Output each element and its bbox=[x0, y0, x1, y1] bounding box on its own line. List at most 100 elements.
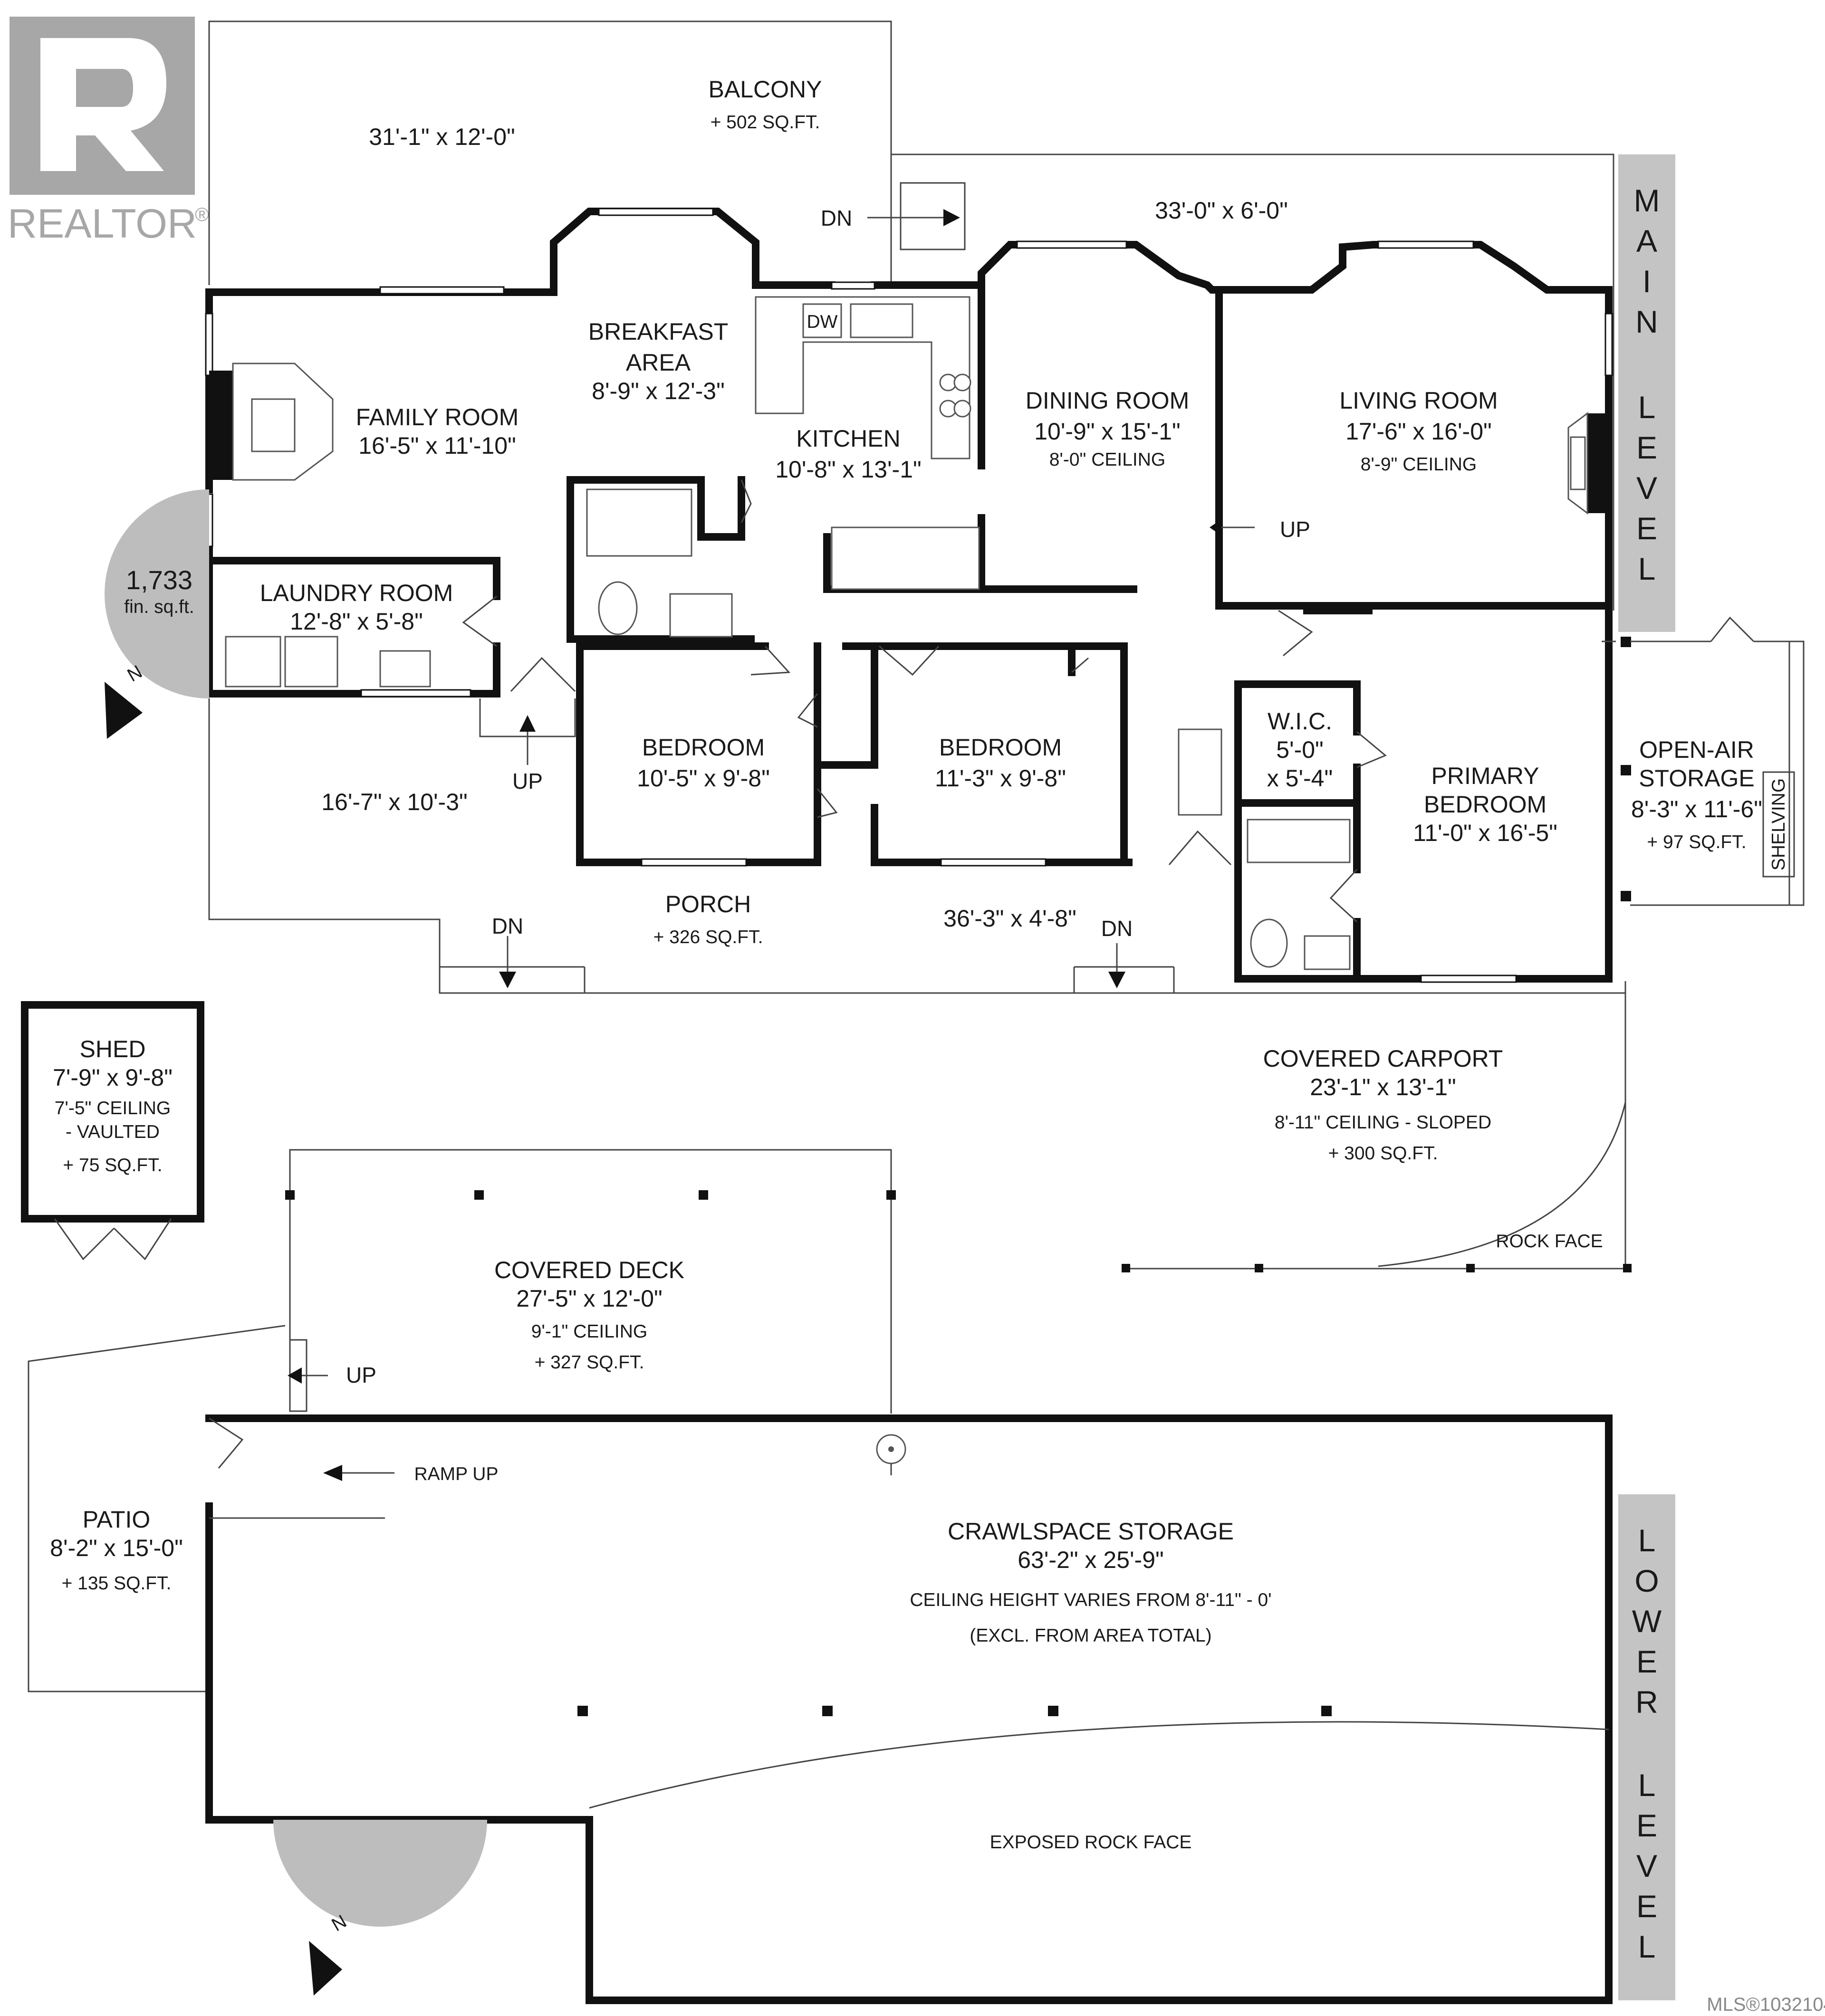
realtor-trademark: ® bbox=[195, 204, 209, 225]
stair-arrows bbox=[499, 209, 1255, 988]
bedroom-1-dims: 10'-5" x 9'-8" bbox=[637, 765, 770, 792]
stairs-dn-top: DN bbox=[821, 206, 852, 230]
carport-dims: 23'-1" x 13'-1" bbox=[1310, 1074, 1456, 1100]
lower-level-letter: E bbox=[1636, 1889, 1657, 1924]
bedroom-2-dims: 11'-3" x 9'-8" bbox=[935, 765, 1066, 792]
breakfast-dims: 8'-9" x 12'-3" bbox=[592, 378, 725, 404]
crawlspace: RAMP UP CRAWLSPACE STORAGE 63'-2" x 25'-… bbox=[205, 1414, 1613, 2004]
main-level-letter: L bbox=[1638, 390, 1656, 425]
dining-ceiling: 8'-0" CEILING bbox=[1049, 449, 1166, 470]
family-dims: 16'-5" x 11'-10" bbox=[358, 432, 516, 459]
shed-ceiling-1: 7'-5" CEILING bbox=[55, 1098, 171, 1118]
balcony-area: + 502 SQ.FT. bbox=[711, 112, 820, 133]
wic-dims-2: x 5'-4" bbox=[1267, 765, 1333, 792]
primary-dims: 11'-0" x 16'-5" bbox=[1413, 820, 1557, 846]
main-level-letter: L bbox=[1638, 551, 1656, 586]
mls-number: MLS®1032104 bbox=[1707, 1994, 1825, 2015]
main-level-letter: N bbox=[1635, 304, 1658, 339]
open-air-name-2: STORAGE bbox=[1639, 765, 1755, 792]
realtor-logo-text: REALTOR bbox=[8, 201, 197, 247]
lower-level-letter: V bbox=[1636, 1848, 1657, 1883]
front-deck-dims: 33'-0" x 6'-0" bbox=[1155, 197, 1288, 224]
kitchen-name: KITCHEN bbox=[796, 425, 900, 452]
stairs-up-living: UP bbox=[1280, 517, 1310, 542]
crawlspace-name: CRAWLSPACE STORAGE bbox=[948, 1518, 1234, 1545]
covered-deck-name: COVERED DECK bbox=[494, 1257, 684, 1283]
kitchen-dims: 10'-8" x 13'-1" bbox=[775, 456, 922, 483]
main-level-letter: E bbox=[1636, 511, 1657, 546]
stairs-dn-porch-2: DN bbox=[1101, 916, 1133, 941]
carport-area: + 300 SQ.FT. bbox=[1328, 1143, 1438, 1164]
sqft-unit: fin. sq.ft. bbox=[124, 597, 194, 617]
breakfast-name-2: AREA bbox=[626, 349, 691, 376]
crawlspace-dims: 63'-2" x 25'-9" bbox=[1018, 1547, 1164, 1573]
main-level-letter: V bbox=[1636, 470, 1657, 506]
shed-ceiling-2: - VAULTED bbox=[66, 1122, 160, 1142]
lower-level-letter: O bbox=[1634, 1563, 1659, 1598]
carport-name: COVERED CARPORT bbox=[1263, 1045, 1503, 1072]
porch-area: + 326 SQ.FT. bbox=[653, 927, 763, 947]
living-name: LIVING ROOM bbox=[1339, 387, 1498, 414]
main-level-labels: BALCONY + 502 SQ.FT. 31'-1" x 12'-0" DN … bbox=[260, 76, 1789, 1252]
covered-deck: UP COVERED DECK 27'-5" x 12'-0" 9'-1" CE… bbox=[285, 1149, 896, 1414]
main-level-letter: M bbox=[1634, 183, 1660, 218]
lower-level-letter: L bbox=[1638, 1768, 1656, 1803]
balcony-name: BALCONY bbox=[709, 76, 822, 103]
main-level-fixtures: DW bbox=[209, 296, 1609, 970]
breakfast-name-1: BREAKFAST bbox=[588, 318, 729, 345]
patio-dims: 8'-2" x 15'-0" bbox=[50, 1535, 183, 1561]
lower-level-letter: E bbox=[1636, 1644, 1657, 1679]
dishwasher-label: DW bbox=[807, 312, 838, 332]
main-level-outline bbox=[208, 20, 1626, 1267]
crawlspace-rock-face: EXPOSED ROCK FACE bbox=[990, 1832, 1192, 1853]
doors bbox=[462, 479, 1755, 923]
main-sqft-badge: 1,733 fin. sq.ft. N bbox=[105, 489, 209, 739]
crawlspace-note: (EXCL. FROM AREA TOTAL) bbox=[970, 1625, 1211, 1646]
side-deck-dims: 16'-7" x 10'-3" bbox=[321, 789, 468, 815]
lower-level-letter: L bbox=[1638, 1523, 1656, 1558]
shed-area: + 75 SQ.FT. bbox=[63, 1155, 162, 1175]
ramp-up-label: RAMP UP bbox=[414, 1464, 499, 1484]
covered-deck-ceiling: 9'-1" CEILING bbox=[531, 1321, 648, 1342]
patio-name: PATIO bbox=[83, 1506, 151, 1533]
realtor-logo: REALTOR ® bbox=[8, 17, 209, 247]
carport-rock-face: ROCK FACE bbox=[1496, 1231, 1603, 1252]
living-dims: 17'-6" x 16'-0" bbox=[1345, 418, 1492, 445]
porch-name: PORCH bbox=[665, 891, 751, 917]
open-air-name-1: OPEN-AIR bbox=[1639, 736, 1754, 763]
lower-level-letter: E bbox=[1636, 1808, 1657, 1843]
laundry-dims: 12'-8" x 5'-8" bbox=[290, 608, 423, 635]
shed-dims: 7'-9" x 9'-8" bbox=[53, 1064, 173, 1091]
lower-level-letter: W bbox=[1632, 1604, 1662, 1639]
stairs-dn-porch-1: DN bbox=[492, 914, 523, 938]
main-level-letter: I bbox=[1642, 264, 1651, 299]
lower-level-tab: L O W E R L E V E L bbox=[1618, 1494, 1675, 2000]
open-air-dims: 8'-3" x 11'-6" bbox=[1631, 796, 1762, 822]
covered-deck-area: + 327 SQ.FT. bbox=[535, 1352, 644, 1373]
main-level-letter: E bbox=[1636, 430, 1657, 465]
laundry-name: LAUNDRY ROOM bbox=[260, 580, 453, 606]
main-level-tab: M A I N L E V E L bbox=[1618, 154, 1675, 632]
covered-deck-dims: 27'-5" x 12'-0" bbox=[516, 1285, 663, 1312]
family-name: FAMILY ROOM bbox=[356, 404, 519, 430]
carport-posts bbox=[1122, 1264, 1632, 1272]
stairs-up-side: UP bbox=[512, 769, 543, 793]
crawlspace-ceiling: CEILING HEIGHT VARIES FROM 8'-11" - 0' bbox=[910, 1590, 1271, 1610]
living-ceiling: 8'-9" CEILING bbox=[1361, 454, 1477, 475]
shed: SHED 7'-9" x 9'-8" 7'-5" CEILING - VAULT… bbox=[21, 1001, 204, 1261]
bedroom-2-name: BEDROOM bbox=[939, 734, 1062, 761]
bedroom-1-name: BEDROOM bbox=[642, 734, 765, 761]
lower-north-badge: N bbox=[273, 1820, 487, 1996]
shelving-label: SHELVING bbox=[1768, 778, 1789, 870]
dining-name: DINING ROOM bbox=[1026, 387, 1189, 414]
main-level-letter: A bbox=[1636, 223, 1657, 258]
wic-dims-1: 5'-0" bbox=[1276, 736, 1324, 763]
porch-dims: 36'-3" x 4'-8" bbox=[943, 905, 1076, 932]
stairs-up-deck: UP bbox=[346, 1363, 376, 1387]
primary-name-1: PRIMARY bbox=[1431, 763, 1539, 789]
sqft-value: 1,733 bbox=[126, 565, 192, 595]
lower-level-letter: R bbox=[1635, 1684, 1658, 1720]
wic-name: W.I.C. bbox=[1268, 708, 1332, 735]
dining-dims: 10'-9" x 15'-1" bbox=[1034, 418, 1181, 445]
patio: PATIO 8'-2" x 15'-0" + 135 SQ.FT. bbox=[28, 1325, 286, 1692]
